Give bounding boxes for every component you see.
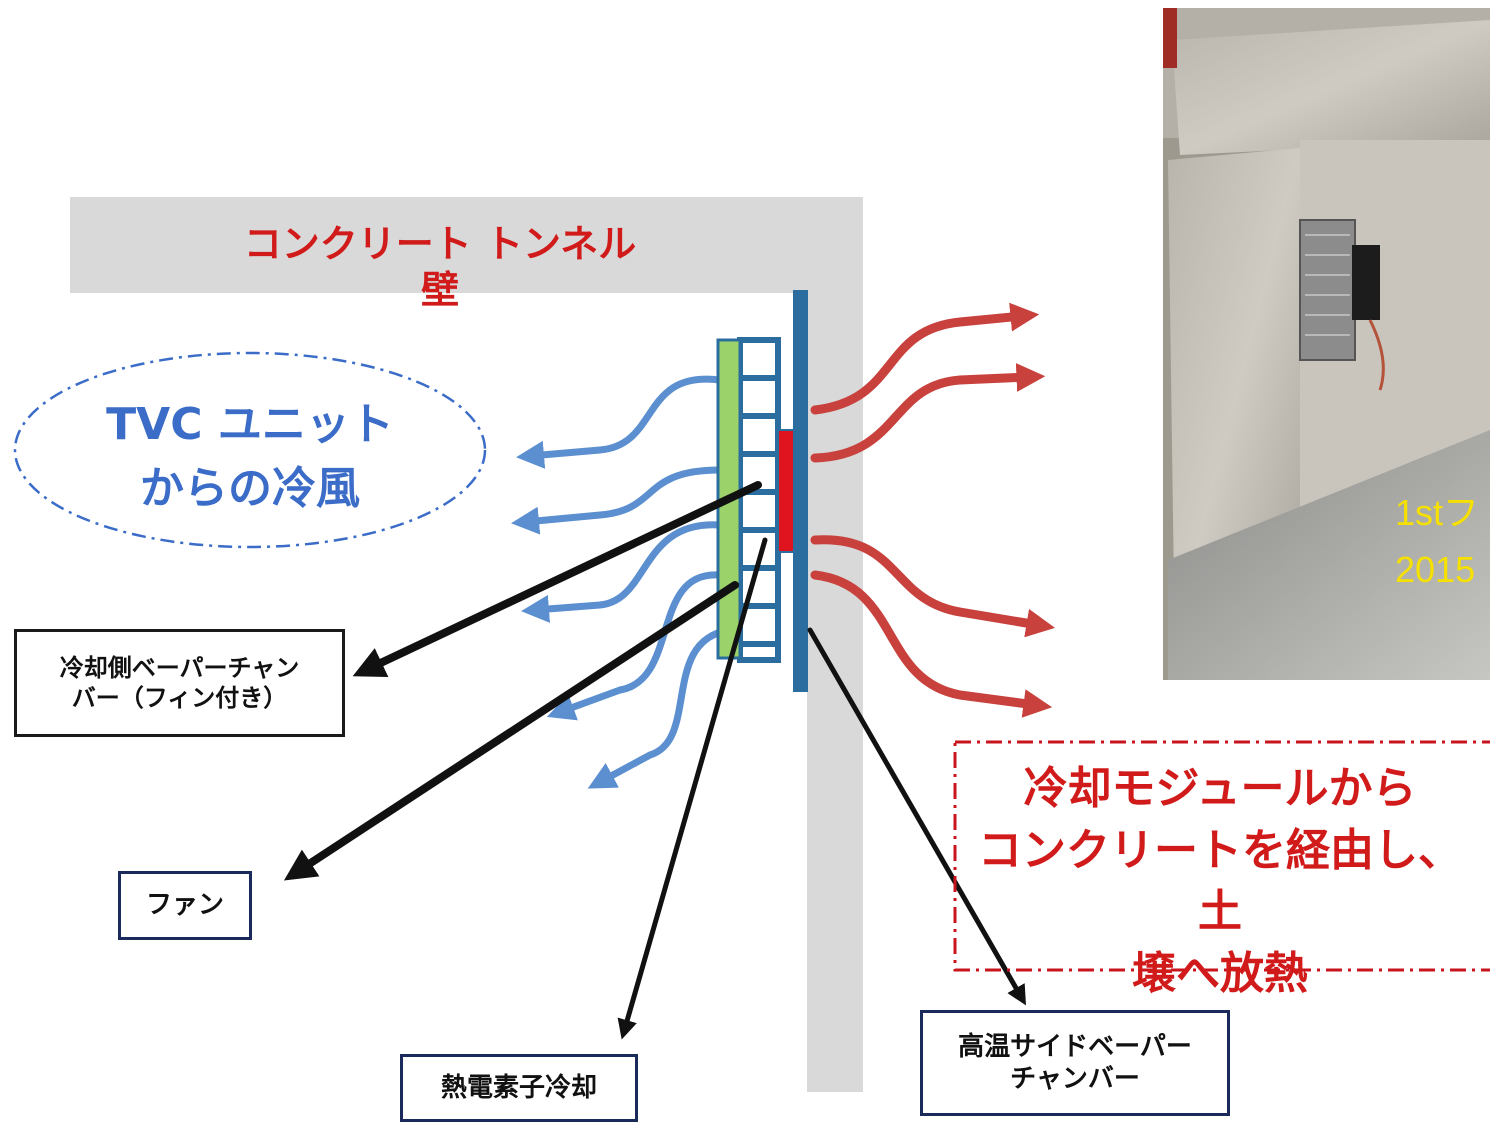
callout-arrow-peltier (617, 537, 768, 1040)
hot-chamber-label: 高温サイドベーパー チャンバー (920, 1010, 1230, 1116)
cold-air-arrow-3 (521, 521, 724, 623)
hot-air-arrows (810, 302, 1056, 718)
heat-path-box (953, 740, 1490, 972)
concrete-tunnel-wall (70, 197, 863, 1092)
cold-air-ellipse (13, 351, 487, 549)
callout-arrow-hot-chamber (807, 627, 1026, 1006)
hot-air-arrow-1 (810, 302, 1040, 415)
peltier-element (777, 429, 795, 553)
fan-label: ファン (118, 871, 252, 940)
hot-air-arrow-2 (810, 363, 1046, 463)
photo-caption-line-1: 1stフ (1395, 492, 1479, 533)
cold-air-arrow-1 (516, 375, 724, 469)
hot-side-plate (793, 290, 808, 692)
cooling-module (716, 290, 808, 692)
wall-label: コンクリート トンネル壁 (243, 222, 637, 312)
peltier-label: 熱電素子冷却 (400, 1054, 638, 1122)
heat-path-label: 冷却モジュールから コンクリートを経由し、土 壌へ放熱 (978, 763, 1462, 999)
hot-air-arrow-4 (810, 570, 1053, 718)
cold-chamber-label: 冷却側ベーパーチャン バー（フィン付き） (14, 629, 345, 737)
cold-air-arrow-5 (587, 626, 734, 789)
cold-air-label: TVC ユニット からの冷風 (106, 399, 394, 514)
callout-arrow-cold-chamber (352, 481, 762, 678)
photo-caption-line-2: 2015 (1395, 549, 1475, 590)
field-test-photo (1163, 8, 1490, 680)
callout-arrows (283, 481, 1026, 1040)
cold-air-arrow-2 (511, 466, 724, 535)
hot-air-arrow-3 (810, 535, 1056, 638)
callout-arrow-fan (283, 581, 739, 881)
